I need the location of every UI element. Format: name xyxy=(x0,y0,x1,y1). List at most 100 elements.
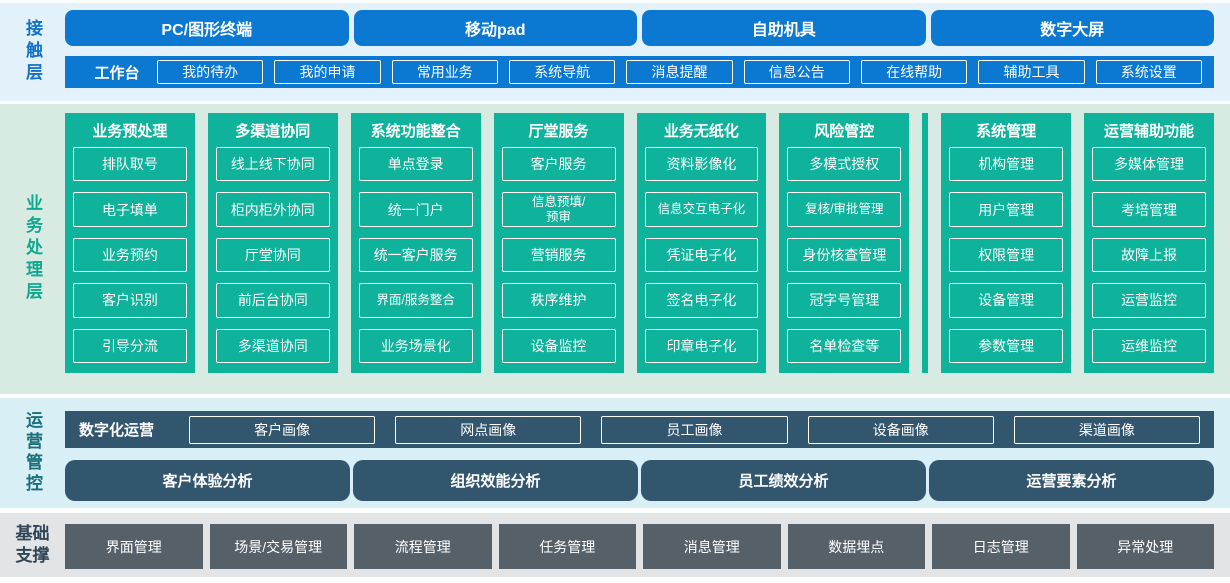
business-layer-band: 业务处理层 业务预处理排队取号电子填单业务预约客户识别引导分流多渠道协同线上线下… xyxy=(0,104,1230,394)
business-column: 厅堂服务客户服务信息预填/预审营销服务秩序维护设备监控 xyxy=(493,113,624,373)
portrait-button[interactable]: 网点画像 xyxy=(395,415,582,444)
column-item[interactable]: 多模式授权 xyxy=(787,147,902,182)
analysis-button[interactable]: 客户体验分析 xyxy=(65,460,350,501)
terminal-button[interactable]: 数字大屏 xyxy=(930,10,1214,46)
column-item[interactable]: 运维监控 xyxy=(1092,328,1206,364)
column-item[interactable]: 故障上报 xyxy=(1092,237,1206,273)
column-item[interactable]: 业务预约 xyxy=(73,237,187,273)
base-support-button[interactable]: 数据埋点 xyxy=(787,524,925,569)
column-item[interactable]: 柜内柜外协同 xyxy=(215,192,330,227)
portrait-button[interactable]: 客户画像 xyxy=(189,415,376,444)
column-title: 业务无纸化 xyxy=(663,123,739,140)
workbench-bar: 工作台 我的待办我的申请常用业务系统导航消息提醒信息公告在线帮助辅助工具系统设置 xyxy=(65,56,1214,88)
column-item[interactable]: 客户识别 xyxy=(73,283,187,318)
column-item[interactable]: 多渠道协同 xyxy=(215,328,330,364)
base-support-button[interactable]: 界面管理 xyxy=(65,524,203,569)
workbench-item[interactable]: 消息提醒 xyxy=(626,60,733,84)
column-item[interactable]: 厅堂协同 xyxy=(215,237,330,273)
column-title: 多渠道协同 xyxy=(235,123,311,140)
column-item[interactable]: 信息交互电子化 xyxy=(644,192,759,227)
column-item[interactable]: 参数管理 xyxy=(949,328,1064,364)
column-item[interactable]: 设备管理 xyxy=(949,283,1064,318)
analysis-button[interactable]: 运营要素分析 xyxy=(929,460,1214,501)
column-item[interactable]: 复核/审批管理 xyxy=(787,192,902,227)
column-title: 业务预处理 xyxy=(92,123,168,140)
column-item[interactable]: 客户服务 xyxy=(501,147,616,182)
digital-ops-bar: 数字化运营 客户画像网点画像员工画像设备画像渠道画像 xyxy=(65,411,1214,448)
column-item[interactable]: 排队取号 xyxy=(73,147,187,182)
column-title: 运营辅助功能 xyxy=(1104,123,1195,140)
layer-label-base: 基础支撑 xyxy=(15,523,50,565)
workbench-item[interactable]: 常用业务 xyxy=(391,60,498,84)
analysis-button[interactable]: 员工绩效分析 xyxy=(641,460,926,501)
base-row: 界面管理场景/交易管理流程管理任务管理消息管理数据埋点日志管理异常处理 xyxy=(65,524,1214,569)
column-item[interactable]: 运营监控 xyxy=(1092,283,1206,318)
ops-layer-gutter: 运营管控 xyxy=(0,398,65,508)
base-support-button[interactable]: 日志管理 xyxy=(932,524,1070,569)
column-item[interactable]: 设备监控 xyxy=(501,328,616,364)
base-support-button[interactable]: 任务管理 xyxy=(498,524,636,569)
column-item[interactable]: 统一客户服务 xyxy=(358,237,473,273)
column-item[interactable]: 用户管理 xyxy=(949,192,1064,227)
column-item[interactable]: 营销服务 xyxy=(501,237,616,273)
column-items: 客户服务信息预填/预审营销服务秩序维护设备监控 xyxy=(501,147,616,364)
base-support-button[interactable]: 流程管理 xyxy=(354,524,492,569)
workbench-item[interactable]: 系统设置 xyxy=(1095,60,1202,84)
column-title: 系统管理 xyxy=(976,123,1037,140)
business-column: 系统功能整合单点登录统一门户统一客户服务界面/服务整合业务场景化 xyxy=(350,113,481,373)
column-item[interactable]: 电子填单 xyxy=(73,192,187,227)
column-item[interactable]: 凭证电子化 xyxy=(644,237,759,273)
workbench-item[interactable]: 辅助工具 xyxy=(978,60,1085,84)
column-item[interactable]: 名单检查等 xyxy=(787,328,902,364)
layer-label-ops: 运营管控 xyxy=(23,411,42,495)
business-columns: 业务预处理排队取号电子填单业务预约客户识别引导分流多渠道协同线上线下协同柜内柜外… xyxy=(65,104,1214,373)
column-item[interactable]: 考培管理 xyxy=(1092,192,1206,227)
ops-layer-band: 运营管控 数字化运营 客户画像网点画像员工画像设备画像渠道画像 客户体验分析组织… xyxy=(0,398,1230,508)
base-support-button[interactable]: 消息管理 xyxy=(643,524,781,569)
column-item[interactable]: 引导分流 xyxy=(73,328,187,364)
column-item[interactable]: 机构管理 xyxy=(949,147,1064,182)
workbench-items: 我的待办我的申请常用业务系统导航消息提醒信息公告在线帮助辅助工具系统设置 xyxy=(157,60,1202,84)
column-item[interactable]: 身份核查管理 xyxy=(787,237,902,273)
column-item[interactable]: 信息预填/预审 xyxy=(501,192,616,227)
digital-ops-items: 客户画像网点画像员工画像设备画像渠道画像 xyxy=(189,415,1201,444)
column-item[interactable]: 前后台协同 xyxy=(215,283,330,318)
column-item[interactable]: 印章电子化 xyxy=(644,328,759,364)
column-items: 多媒体管理考培管理故障上报运营监控运维监控 xyxy=(1092,147,1206,364)
base-support-button[interactable]: 异常处理 xyxy=(1076,524,1214,569)
workbench-label: 工作台 xyxy=(94,64,140,82)
layer-label-contact: 接触层 xyxy=(23,19,42,85)
workbench-item[interactable]: 我的待办 xyxy=(157,60,264,84)
column-item[interactable]: 线上线下协同 xyxy=(215,147,330,182)
base-support-button[interactable]: 场景/交易管理 xyxy=(209,524,347,569)
business-column: 业务无纸化资料影像化信息交互电子化凭证电子化签名电子化印章电子化 xyxy=(636,113,767,373)
column-item[interactable]: 签名电子化 xyxy=(644,283,759,318)
portrait-button[interactable]: 员工画像 xyxy=(601,415,788,444)
terminal-button[interactable]: PC/图形终端 xyxy=(65,10,349,46)
column-item[interactable]: 冠字号管理 xyxy=(787,283,902,318)
column-items: 排队取号电子填单业务预约客户识别引导分流 xyxy=(73,147,187,364)
column-item[interactable]: 秩序维护 xyxy=(501,283,616,318)
business-column: 多渠道协同线上线下协同柜内柜外协同厅堂协同前后台协同多渠道协同 xyxy=(207,113,338,373)
column-item[interactable]: 资料影像化 xyxy=(644,147,759,182)
column-item[interactable]: 业务场景化 xyxy=(358,328,473,364)
analysis-button[interactable]: 组织效能分析 xyxy=(353,460,638,501)
portrait-button[interactable]: 设备画像 xyxy=(807,415,994,444)
terminal-button[interactable]: 移动pad xyxy=(353,10,637,46)
workbench-item[interactable]: 在线帮助 xyxy=(860,60,968,84)
column-item[interactable]: 单点登录 xyxy=(358,147,473,182)
business-column: 风险管控多模式授权复核/审批管理身份核查管理冠字号管理名单检查等 xyxy=(779,113,910,373)
terminal-button[interactable]: 自助机具 xyxy=(642,10,926,46)
workbench-item[interactable]: 系统导航 xyxy=(508,60,616,84)
column-item[interactable]: 多媒体管理 xyxy=(1092,147,1206,182)
column-item[interactable]: 统一门户 xyxy=(358,192,473,227)
business-column: 运营辅助功能多媒体管理考培管理故障上报运营监控运维监控 xyxy=(1084,113,1214,373)
base-layer-band: 基础支撑 界面管理场景/交易管理流程管理任务管理消息管理数据埋点日志管理异常处理 xyxy=(0,513,1230,577)
workbench-item[interactable]: 我的申请 xyxy=(274,60,381,84)
column-item[interactable]: 界面/服务整合 xyxy=(358,283,473,318)
portrait-button[interactable]: 渠道画像 xyxy=(1013,415,1201,444)
column-item[interactable]: 权限管理 xyxy=(949,237,1064,273)
workbench-item[interactable]: 信息公告 xyxy=(743,60,850,84)
